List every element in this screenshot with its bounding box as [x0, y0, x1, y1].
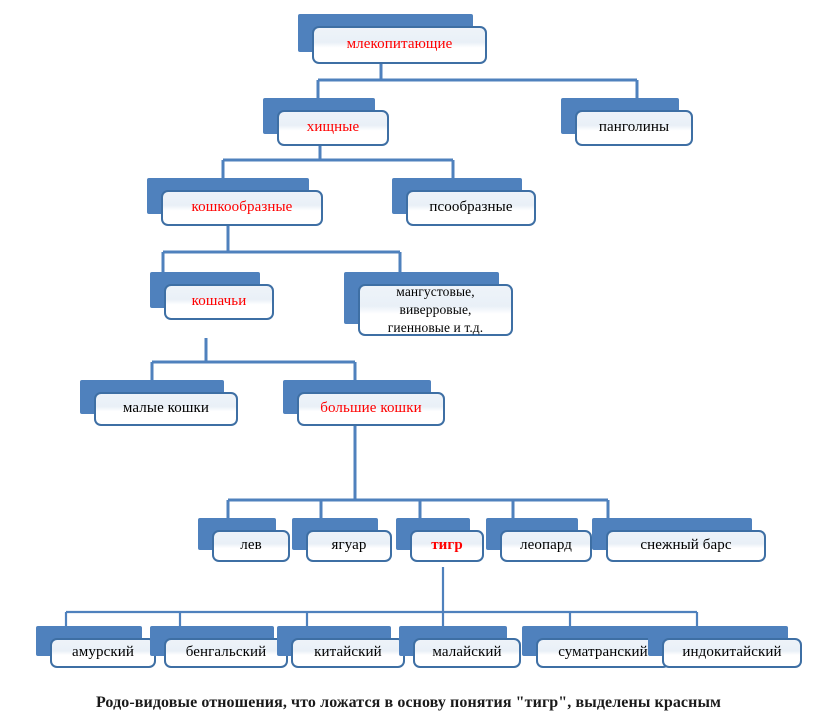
caption-text: Родо-видовые отношения, что ложатся в ос… [95, 694, 722, 711]
node-label: малые кошки [122, 400, 210, 417]
node-label: большие кошки [320, 400, 422, 417]
node-card: лев [212, 530, 290, 562]
node-card: малайский [413, 638, 521, 668]
node-label: млекопитающие [346, 36, 453, 53]
node-card: малые кошки [94, 392, 238, 426]
node-label: суматранский [558, 644, 648, 661]
node-label: снежный барс [640, 537, 732, 554]
node-label: леопард [520, 537, 572, 554]
node-label: ягуар [331, 537, 367, 554]
node-card: снежный барс [606, 530, 766, 562]
node-card: кошкообразные [161, 190, 323, 226]
node-label: бенгальский [185, 644, 267, 661]
node-label: амурский [72, 644, 134, 661]
node-label: лев [240, 537, 262, 554]
node-label: тигр [431, 537, 463, 554]
node-label: мангустовые, виверровые, гиенновые и т.д… [387, 283, 484, 336]
node-label: псообразные [429, 199, 513, 216]
node-card: панголины [575, 110, 693, 146]
node-card: бенгальский [164, 638, 288, 668]
node-card: суматранский [536, 638, 670, 668]
node-card: псообразные [406, 190, 536, 226]
node-card: индокитайский [662, 638, 802, 668]
node-card: китайский [291, 638, 405, 668]
node-card: млекопитающие [312, 26, 487, 64]
node-card: мангустовые, виверровые, гиенновые и т.д… [358, 284, 513, 336]
node-card: амурский [50, 638, 156, 668]
node-label: кошкообразные [191, 199, 293, 216]
node-card: хищные [277, 110, 389, 146]
node-label: малайский [432, 644, 502, 661]
node-label: панголины [598, 119, 670, 136]
node-card: леопард [500, 530, 592, 562]
node-label: индокитайский [682, 644, 782, 661]
node-card: кошачьи [164, 284, 274, 320]
node-card: большие кошки [297, 392, 445, 426]
node-card: ягуар [306, 530, 392, 562]
node-card: тигр [410, 530, 484, 562]
node-label: кошачьи [191, 293, 247, 310]
node-label: хищные [306, 119, 360, 136]
node-label: китайский [314, 644, 382, 661]
diagram-caption: Родо-видовые отношения, что ложатся в ос… [0, 694, 817, 712]
